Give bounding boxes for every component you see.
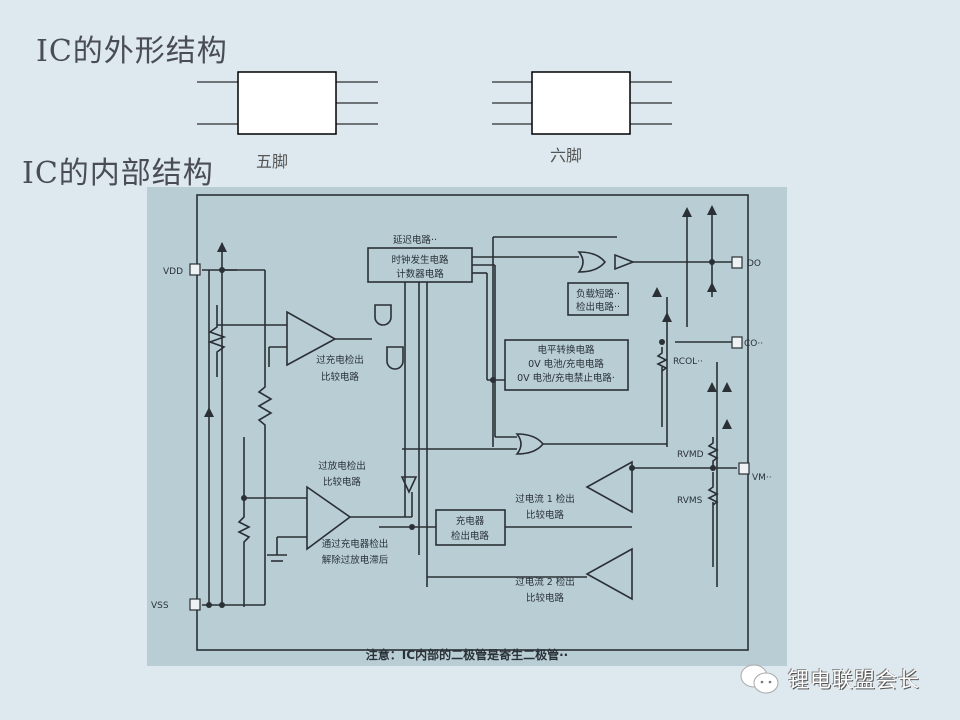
title-internal-structure: IC的内部结构 [22,156,214,191]
overcurrent2-line1: 过电流 2 检出 [515,576,575,588]
overcurrent1-line2: 比较电路 [526,509,565,521]
overcharge-cmp-line2: 比较电路 [321,371,360,383]
overcurrent2-line2: 比较电路 [526,592,565,604]
level-shift-line3: 0V 电池/充电禁止电路· [517,372,615,384]
hysteresis-note-line2: 解除过放电滞后 [322,554,389,566]
pin-do: DO [747,259,761,269]
pin-vm: VM·· [752,473,772,483]
load-short-line1: 负载短路·· [576,288,620,300]
ic-outline [196,194,749,651]
diode-arrows [204,205,732,608]
pin-vss: VSS [151,601,169,611]
six-pin-label: 六脚 [550,146,583,165]
clock-box-line1: 时钟发生电路 [391,254,449,266]
circuit-schematic: VDD VSS DO CO·· VM·· RCOL·· RVMD RVMS 延迟… [151,194,772,662]
watermark-text: 锂电联盟会长 [788,668,920,692]
five-pin-label: 五脚 [256,152,289,171]
charger-box-line1: 充电器 [456,515,485,527]
pin-co: CO·· [744,339,763,349]
watermark: 锂电联盟会长 [738,662,920,696]
delay-circuit-label: 延迟电路·· [393,234,437,246]
overdischarge-cmp-line1: 过放电检出 [318,460,366,472]
resistor-rvms: RVMS [677,496,703,506]
level-shift-line1: 电平转换电路 [537,344,595,356]
clock-box-line2: 计数器电路 [396,268,444,280]
overdischarge-cmp-line2: 比较电路 [323,476,362,488]
overcharge-cmp-line1: 过充电检出 [316,354,364,366]
charger-box-line2: 检出电路 [451,530,490,542]
wechat-icon [740,664,779,694]
six-pin-package-diagram [492,71,672,135]
title-external-structure: IC的外形结构 [36,34,228,69]
load-short-line2: 检出电路·· [576,301,620,313]
five-pin-package-diagram [197,71,378,135]
resistor-rvmd: RVMD [677,450,704,460]
internal-circuit-photo: VDD VSS DO CO·· VM·· RCOL·· RVMD RVMS 延迟… [147,187,787,666]
overcurrent1-line1: 过电流 1 检出 [515,493,575,505]
hysteresis-note-line1: 通过充电器检出 [322,538,389,550]
footnote: 注意：IC内部的二极管是寄生二极管·· [366,647,568,662]
level-shift-line2: 0V 电池/充电电路 [528,358,604,370]
resistor-rcol: RCOL·· [673,357,703,367]
pin-vdd: VDD [163,267,183,277]
